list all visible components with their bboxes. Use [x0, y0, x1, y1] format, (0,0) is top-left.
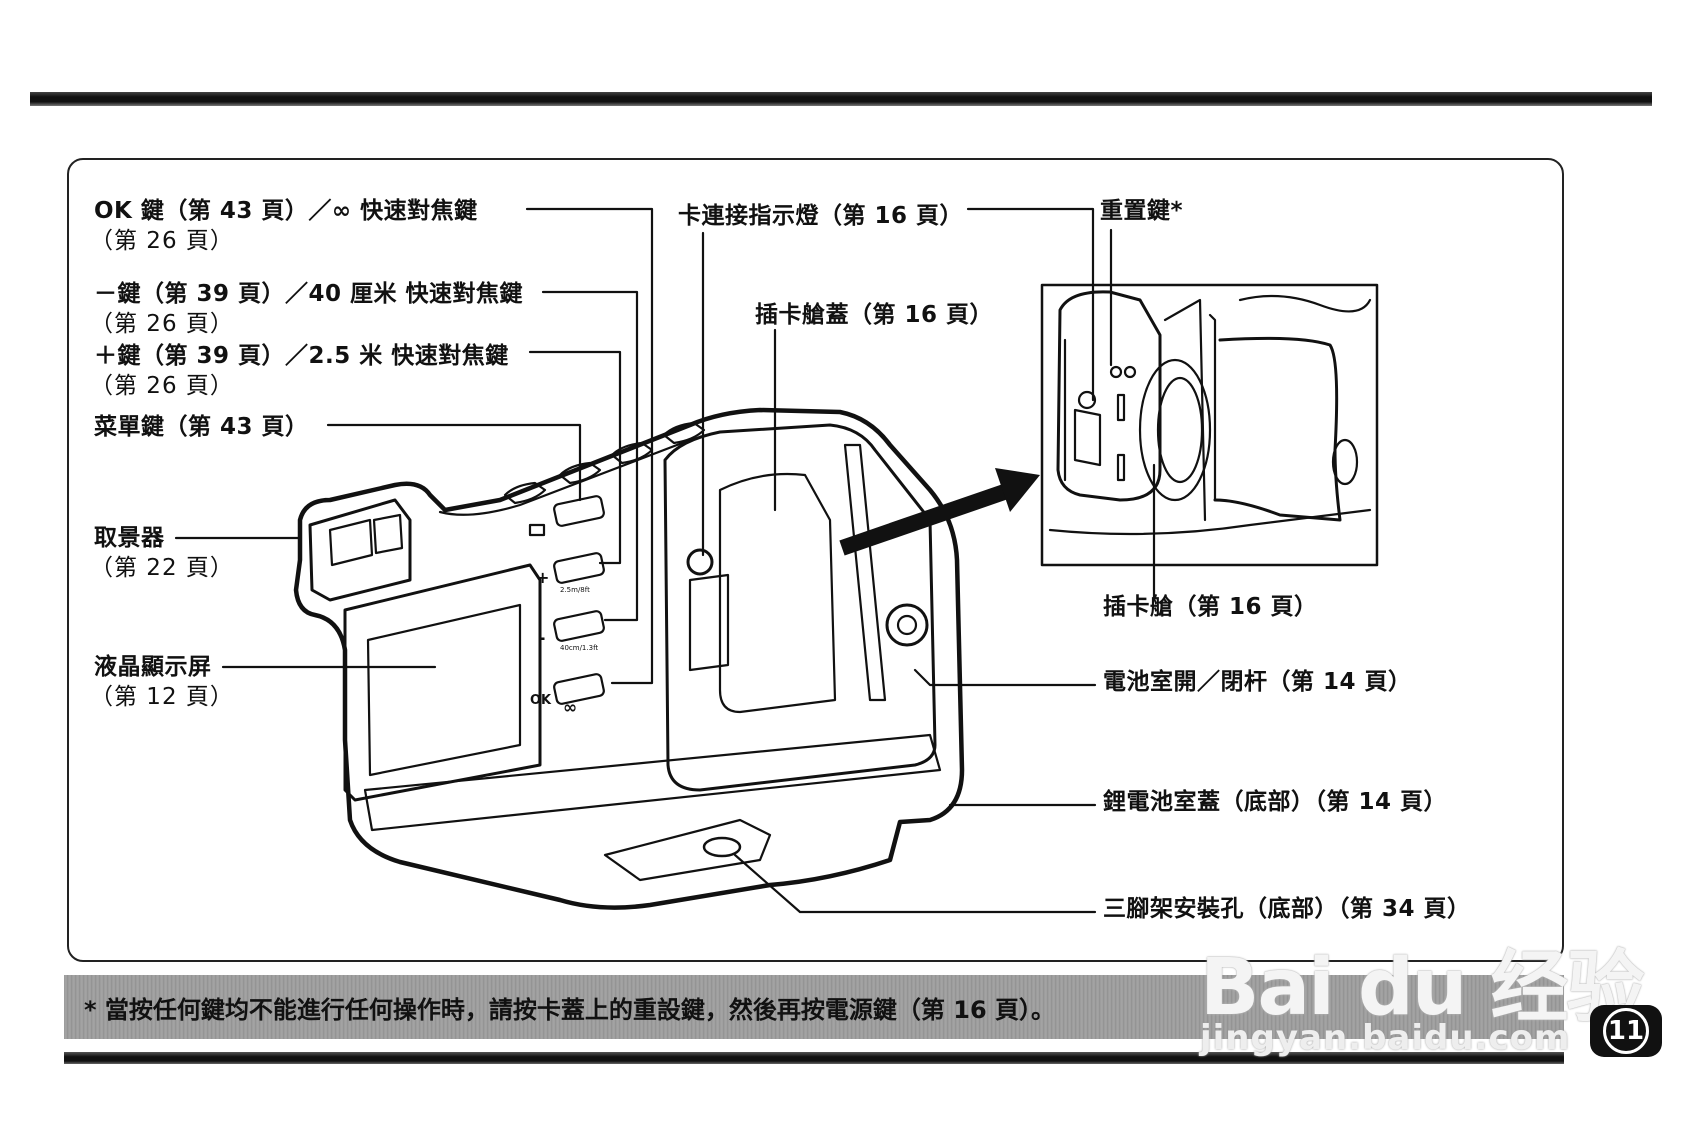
menu-key-shape	[553, 495, 605, 527]
page-number: 11	[1603, 1008, 1649, 1054]
label-lithium-cover: 鋰電池室蓋（底部）（第 14 頁）	[1103, 789, 1448, 815]
ok-key-shape	[553, 673, 605, 705]
top-rule	[30, 92, 1652, 106]
leader-battery-lever	[913, 668, 1097, 687]
bottom-rule	[64, 1052, 1564, 1064]
label-ok-key: OK 鍵（第 43 頁）／∞ 快速對焦鍵	[94, 198, 478, 224]
plus-key-shape	[553, 552, 605, 584]
card-indicator-lamp	[686, 548, 714, 576]
label-lcd: 液晶顯示屏	[94, 654, 212, 680]
mark-minus: -	[538, 628, 545, 649]
leader-tripod	[733, 853, 1097, 914]
battery-lever	[885, 603, 929, 647]
leader-plus	[528, 350, 622, 565]
label-card-slot: 插卡艙（第 16 頁）	[1103, 594, 1318, 620]
watermark-url: jingyan.baidu.com	[1200, 1018, 1571, 1058]
label-card-indicator: 卡連接指示燈（第 16 頁）	[678, 203, 964, 229]
watermark-brand: Bai du 经验	[1200, 943, 1644, 1033]
mark-plus: +	[536, 568, 549, 587]
arrow-to-inset	[839, 468, 1040, 556]
label-battery-lever: 電池室開／閉杆（第 14 頁）	[1103, 669, 1412, 695]
leader-reset	[966, 207, 1095, 402]
mark-dist1: 2.5m/8ft	[560, 586, 590, 594]
mark-ok: OK	[530, 693, 552, 708]
mark-dist2: 40cm/1.3ft	[560, 644, 598, 652]
label-menu-key: 菜單鍵（第 43 頁）	[94, 414, 309, 440]
diagram-panel	[67, 158, 1564, 962]
label-plus-key-ref: （第 26 頁）	[90, 373, 234, 399]
minus-key-shape	[553, 610, 605, 642]
footnote-text: * 當按任何鍵均不能進行任何操作時，請按卡蓋上的重設鍵，然後再按電源鍵（第 16…	[84, 996, 1056, 1024]
label-lcd-ref: （第 12 頁）	[90, 684, 234, 710]
label-reset-key: 重置鍵*	[1100, 198, 1184, 224]
label-minus-key: －鍵（第 39 頁）／40 厘米 快速對焦鍵	[94, 281, 524, 307]
lcd-screen	[366, 603, 522, 777]
label-ok-key-ref: （第 26 頁）	[90, 228, 234, 254]
mark-inf: ∞	[563, 698, 577, 718]
label-viewfinder: 取景器	[94, 525, 165, 551]
label-plus-key: ＋鍵（第 39 頁）／2.5 米 快速對焦鍵	[94, 343, 509, 369]
label-minus-key-ref: （第 26 頁）	[90, 311, 234, 337]
footnote-bar	[64, 975, 1564, 1039]
inset-frame	[1040, 283, 1379, 567]
tripod-socket	[702, 836, 742, 858]
label-viewfinder-ref: （第 22 頁）	[90, 555, 234, 581]
page-number-badge: 11	[1590, 1005, 1662, 1057]
leader-minus	[541, 290, 639, 622]
grip	[663, 423, 937, 792]
label-tripod: 三腳架安裝孔（底部）（第 34 頁）	[1103, 896, 1471, 922]
leader-ok	[525, 207, 654, 685]
label-card-cover: 插卡艙蓋（第 16 頁）	[755, 302, 994, 328]
leader-menu	[326, 423, 582, 502]
camera-body	[293, 407, 965, 910]
lcd-frame	[343, 563, 542, 802]
